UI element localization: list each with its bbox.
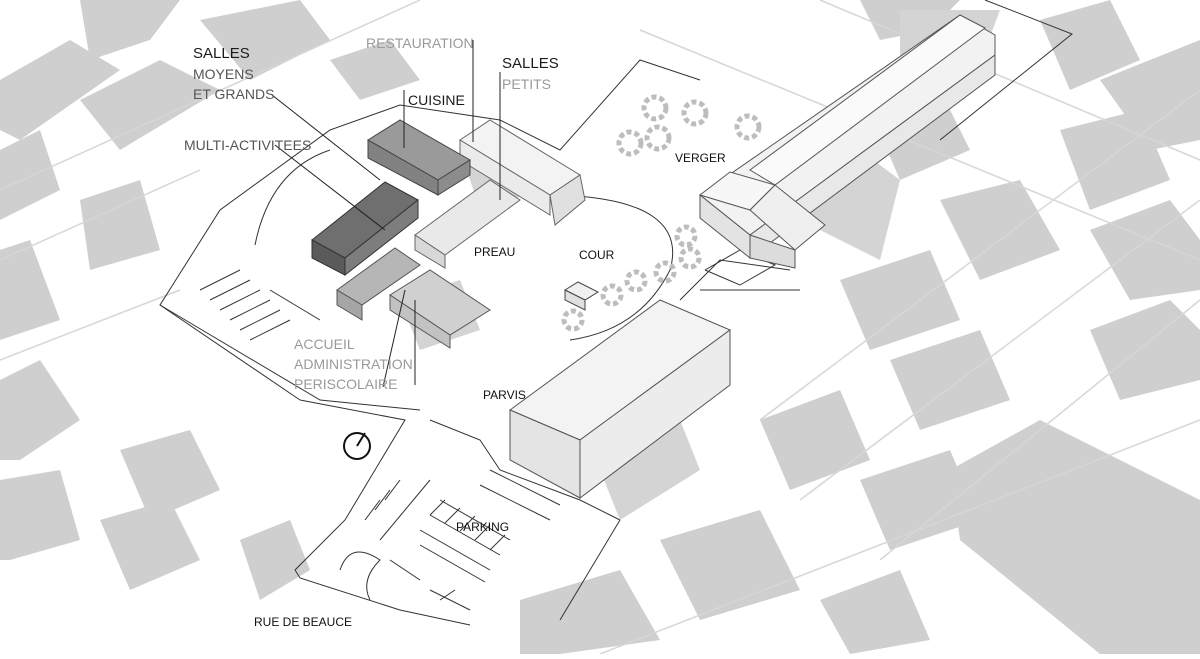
building-accueil — [336, 247, 491, 349]
parking-stripes — [199, 269, 561, 611]
north-compass-icon — [343, 432, 371, 460]
site-boundary — [159, 0, 1073, 626]
tree-ring-icon — [674, 224, 698, 248]
label-parvis: PARVIS — [483, 388, 526, 402]
building-large-south — [508, 299, 732, 500]
tree-ring-icons — [561, 94, 762, 332]
label-accueil-2: ADMINISTRATION — [294, 356, 413, 372]
tree-ring-icon — [644, 124, 672, 152]
tree-ring-icon — [624, 269, 648, 293]
tree-ring-icon — [734, 113, 762, 141]
tree-ring-icon — [678, 246, 702, 270]
label-salles-moyens-2: MOYENS — [193, 66, 254, 82]
tree-ring-icon — [600, 283, 624, 307]
building-salles-petits — [414, 179, 521, 269]
label-multi-activites: MULTI-ACTIVITEES — [184, 137, 311, 153]
tree-ring-icon — [653, 260, 677, 284]
label-verger: VERGER — [675, 151, 726, 165]
building-long-north — [698, 14, 996, 269]
label-accueil-3: PERISCOLAIRE — [294, 376, 397, 392]
building-shed — [563, 281, 600, 311]
building-cuisine — [367, 119, 471, 196]
label-cour: COUR — [579, 248, 615, 262]
label-salles-moyens-3: ET GRANDS — [193, 86, 274, 102]
label-rue: RUE DE BEAUCE — [254, 615, 352, 629]
label-preau: PREAU — [474, 245, 515, 259]
label-accueil-1: ACCUEIL — [294, 336, 355, 352]
labels: SALLES MOYENS ET GRANDS MULTI-ACTIVITEES… — [184, 35, 726, 629]
tree-ring-icon — [681, 99, 709, 127]
tree-ring-icon — [561, 308, 585, 332]
leader-lines — [271, 40, 501, 388]
tree-ring-icon — [641, 94, 669, 122]
label-cuisine: CUISINE — [408, 92, 465, 108]
label-salles-moyens-1: SALLES — [193, 45, 250, 62]
label-salles-petits-2: PETITS — [502, 76, 551, 92]
label-parking: PARKING — [456, 520, 509, 534]
tree-ring-icon — [616, 129, 644, 157]
label-restauration: RESTAURATION — [366, 35, 474, 51]
building-multi-activites — [311, 181, 419, 277]
label-salles-petits-1: SALLES — [502, 55, 559, 72]
building-restauration — [459, 119, 586, 226]
